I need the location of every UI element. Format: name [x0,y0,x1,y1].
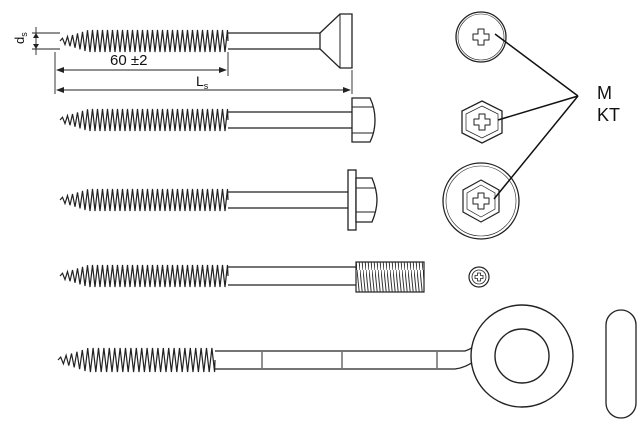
countersunk-screw [59,13,353,69]
thread-length-dimension: 60 ±2 [54,52,229,94]
callout-text-line2: KT [597,105,620,125]
eye-hole [494,328,550,384]
double-thread-screw [59,261,425,293]
svg-text:ds: ds [12,32,29,44]
torx-drive-icon [473,113,491,131]
svg-text:Ls: Ls [196,73,209,91]
torx-drive-icon [472,28,490,46]
eye-side-view [605,309,637,419]
hex-head-top-view [461,100,503,144]
screw-thread [59,188,229,212]
flange-head-top-view [442,162,520,240]
countersunk-head [319,13,353,69]
flange [347,169,357,231]
callout-leader-lines [493,33,579,200]
screw-thread [59,108,229,132]
torx-drive-icon [474,272,484,282]
hex-head [351,97,376,143]
total-length-dimension: Ls [56,70,353,94]
eye-bolt-screw [57,304,637,419]
countersunk-head-top-view [455,11,507,63]
callout-text-line1: M [597,83,612,103]
screw-thread [59,264,229,288]
hex-head [355,177,378,223]
rod-end-top-view [468,266,490,288]
ls-label-subscript: s [204,81,209,91]
ds-label: d [12,37,27,44]
ds-label-subscript: s [19,32,29,37]
torx-drive-icon [472,192,490,210]
hex-flange-screw [59,169,378,231]
metric-thread [355,261,425,293]
hex-head-screw [59,97,376,143]
thread-length-label: 60 ±2 [110,52,147,69]
ls-label: L [196,73,204,89]
screw-thread [59,29,229,53]
screw-thread [57,347,216,373]
diameter-dimension: ds [12,27,60,55]
